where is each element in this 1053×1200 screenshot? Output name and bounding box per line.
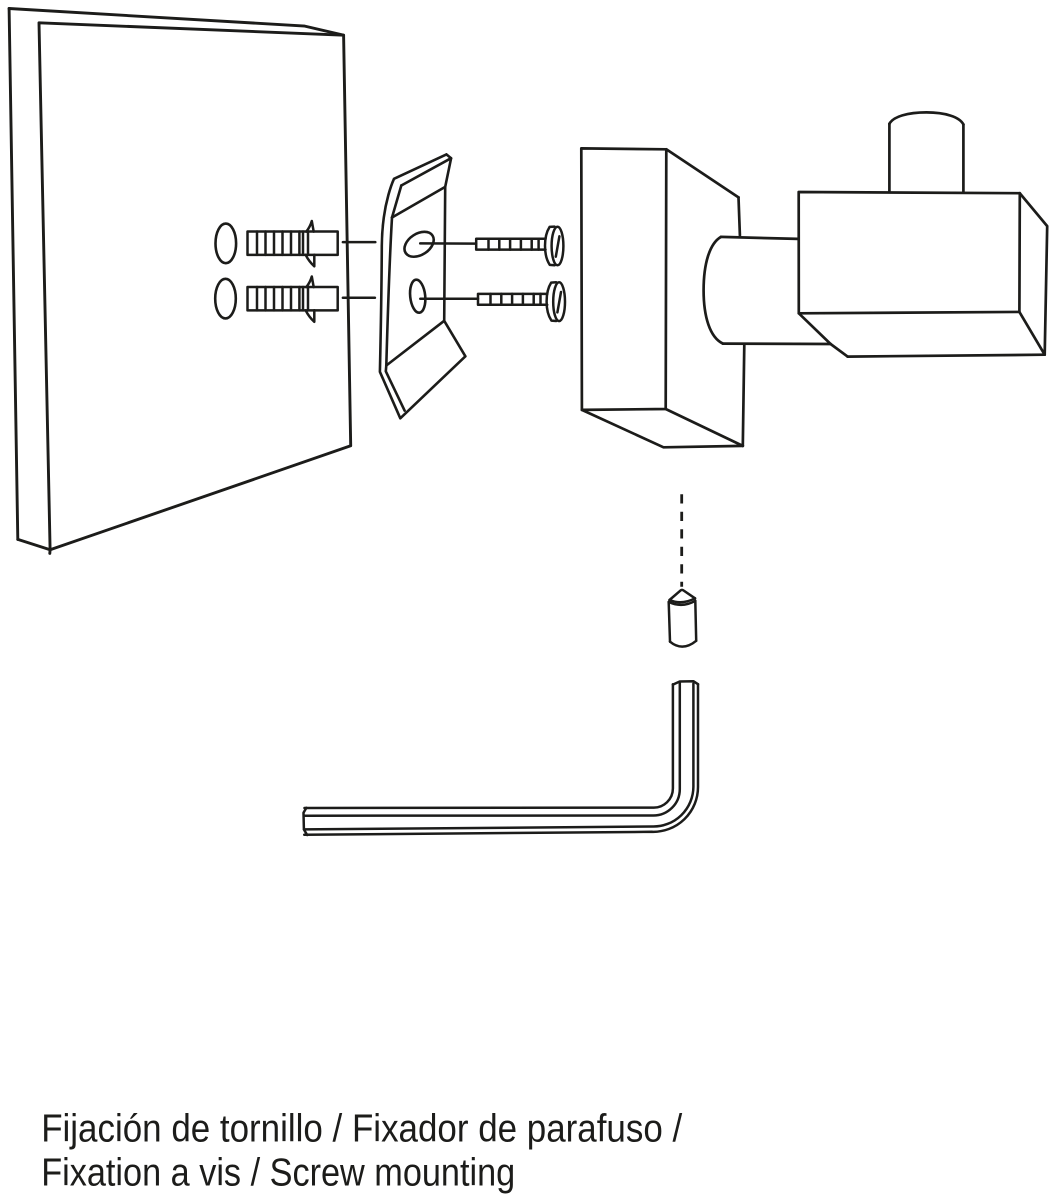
- svg-text:Fijación de tornillo / Fixador: Fijación de tornillo / Fixador de parafu…: [41, 1107, 682, 1150]
- svg-text:Fixation a vis / Screw mountin: Fixation a vis / Screw mounting: [41, 1151, 515, 1194]
